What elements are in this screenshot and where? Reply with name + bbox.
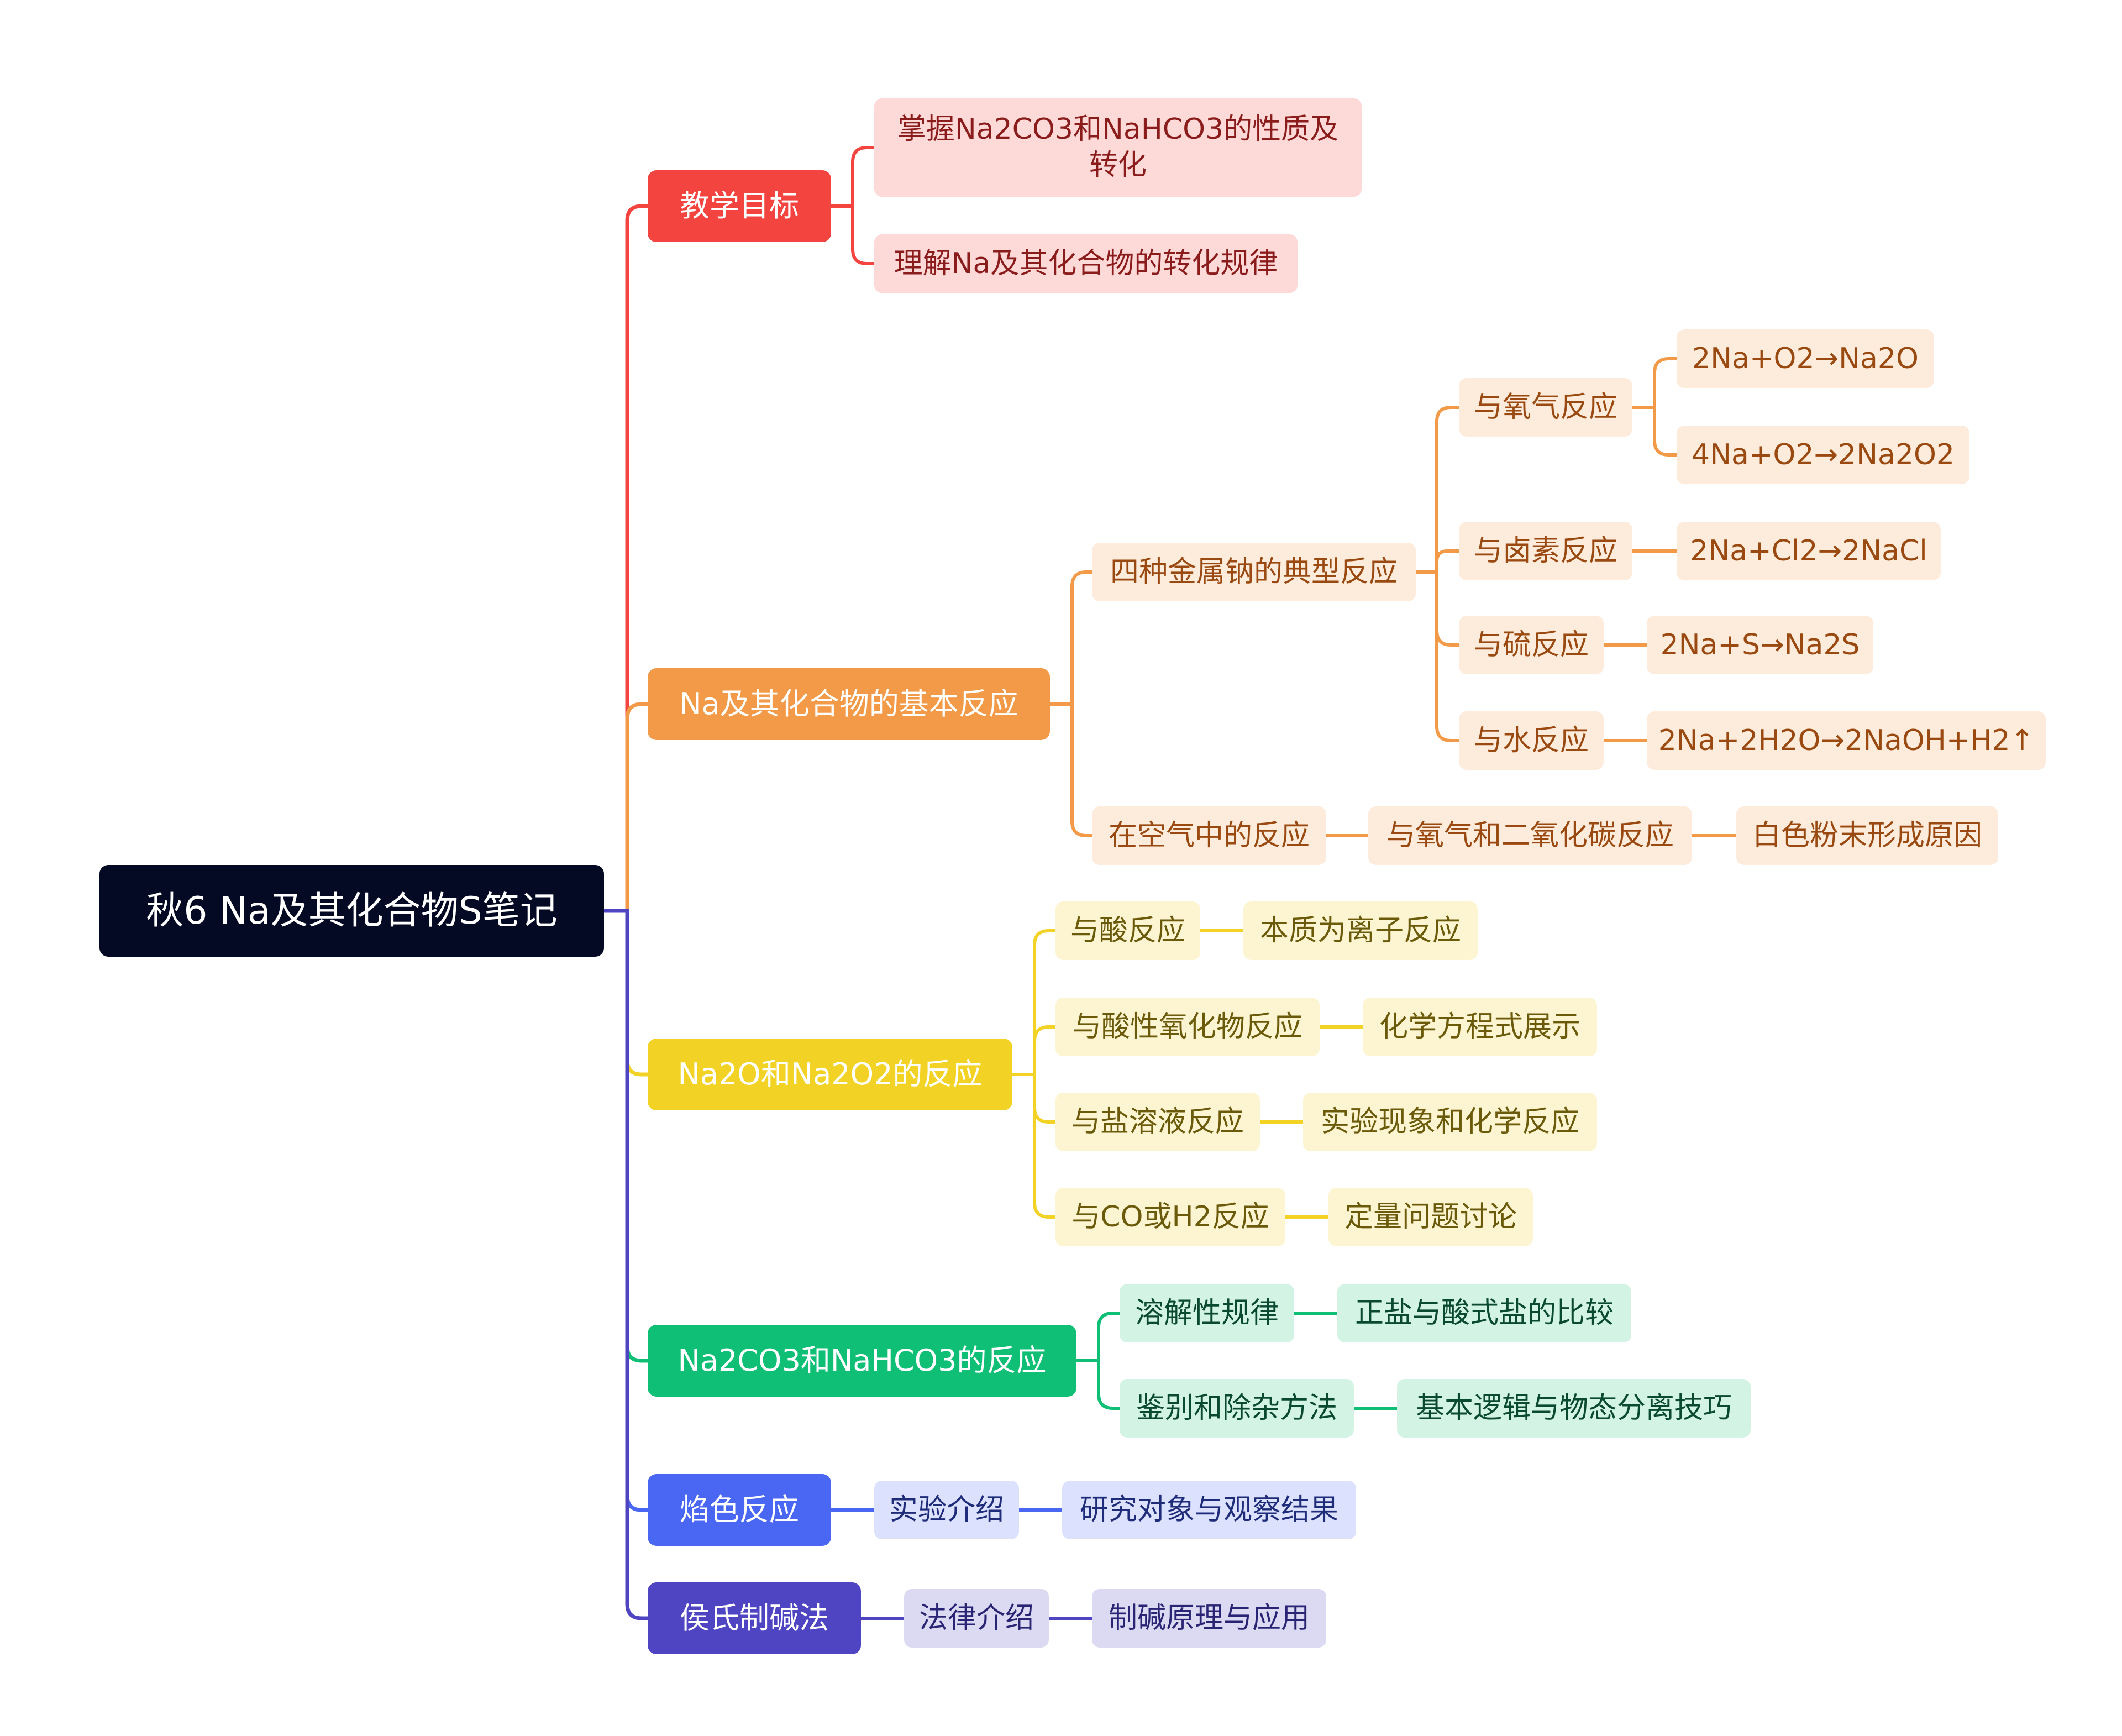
root-node-label: 秋6 Na及其化合物S笔记 bbox=[146, 889, 558, 933]
equation-na2o2[interactable]: 4Na+O2→2Na2O2 bbox=[1677, 426, 1969, 484]
connector-line bbox=[602, 204, 650, 913]
node-label: 四种金属钠的典型反应 bbox=[1110, 555, 1398, 589]
node-label: 2Na+2H2O→2NaOH+H2↑ bbox=[1658, 723, 2035, 757]
node-salt-solution-reaction[interactable]: 与盐溶液反应 bbox=[1055, 1093, 1260, 1151]
node-label: 与盐溶液反应 bbox=[1071, 1105, 1244, 1139]
branch-label: Na及其化合物的基本反应 bbox=[679, 686, 1018, 722]
node-salt-comparison[interactable]: 正盐与酸式盐的比较 bbox=[1337, 1284, 1631, 1342]
node-react-oxygen[interactable]: 与氧气反应 bbox=[1459, 378, 1632, 437]
node-sodium-typical-reactions[interactable]: 四种金属钠的典型反应 bbox=[1092, 543, 1416, 601]
node-label: 定量问题讨论 bbox=[1344, 1200, 1517, 1234]
node-label: 基本逻辑与物态分离技巧 bbox=[1415, 1391, 1732, 1425]
node-label: 本质为离子反应 bbox=[1259, 914, 1461, 947]
node-label: 2Na+S→Na2S bbox=[1660, 628, 1860, 662]
node-air-reactions[interactable]: 在空气中的反应 bbox=[1092, 806, 1326, 865]
node-label: 白色粉末形成原因 bbox=[1752, 819, 1982, 852]
connector-line bbox=[1414, 570, 1461, 742]
branch-label: 侯氏制碱法 bbox=[680, 1601, 829, 1636]
node-label: 与氧气反应 bbox=[1473, 390, 1617, 424]
branch-na2o-reactions[interactable]: Na2O和Na2O2的反应 bbox=[648, 1039, 1012, 1110]
node-label: 在空气中的反应 bbox=[1108, 819, 1310, 852]
node-label: 溶解性规律 bbox=[1134, 1296, 1279, 1330]
node-label: 化学方程式展示 bbox=[1379, 1010, 1580, 1043]
connector-line bbox=[1075, 1312, 1121, 1362]
node-react-water[interactable]: 与水反应 bbox=[1459, 711, 1604, 770]
node-soda-principle[interactable]: 制碱原理与应用 bbox=[1092, 1589, 1326, 1648]
node-oxygen-co2[interactable]: 与氧气和二氧化碳反应 bbox=[1368, 806, 1692, 865]
connector-line bbox=[602, 909, 650, 1620]
node-label: 2Na+O2→Na2O bbox=[1692, 342, 1919, 375]
connector-line bbox=[1414, 406, 1461, 574]
branch-label: Na2O和Na2O2的反应 bbox=[677, 1057, 983, 1092]
node-acid-oxide-reaction[interactable]: 与酸性氧化物反应 bbox=[1055, 998, 1320, 1056]
equation-na2o[interactable]: 2Na+O2→Na2O bbox=[1677, 329, 1934, 388]
branch-basic-reactions[interactable]: Na及其化合物的基本反应 bbox=[648, 668, 1050, 740]
connector-line bbox=[1011, 929, 1057, 1076]
node-experiment-intro[interactable]: 实验介绍 bbox=[874, 1481, 1019, 1539]
connector-line bbox=[1011, 1025, 1057, 1076]
node-label: 与硫反应 bbox=[1473, 628, 1589, 662]
node-label: 法律介绍 bbox=[918, 1601, 1034, 1635]
connector-line bbox=[1414, 549, 1461, 574]
node-equation-display[interactable]: 化学方程式展示 bbox=[1363, 998, 1597, 1056]
branch-flame-test[interactable]: 焰色反应 bbox=[648, 1474, 831, 1546]
branch-teaching-goals[interactable]: 教学目标 bbox=[648, 170, 831, 242]
node-acid-reaction[interactable]: 与酸反应 bbox=[1055, 901, 1200, 960]
node-co-h2-reaction[interactable]: 与CO或H2反应 bbox=[1055, 1188, 1285, 1246]
connector-line bbox=[1631, 357, 1678, 409]
node-identification-methods[interactable]: 鉴别和除杂方法 bbox=[1120, 1379, 1354, 1438]
node-ionic-nature[interactable]: 本质为离子反应 bbox=[1243, 901, 1478, 960]
connector-line bbox=[1048, 570, 1094, 706]
branch-label: 焰色反应 bbox=[680, 1492, 799, 1528]
node-label: 与水反应 bbox=[1473, 723, 1589, 757]
connector-line bbox=[829, 146, 876, 208]
goal-master-carbonates[interactable]: 掌握Na2CO3和NaHCO3的性质及转化 bbox=[874, 98, 1362, 197]
node-label: 研究对象与观察结果 bbox=[1079, 1493, 1338, 1527]
branch-label: Na2CO3和NaHCO3的反应 bbox=[677, 1343, 1047, 1378]
node-quantitative-discussion[interactable]: 定量问题讨论 bbox=[1328, 1188, 1533, 1246]
node-label: 2Na+Cl2→2NaCl bbox=[1690, 534, 1927, 568]
node-react-sulfur[interactable]: 与硫反应 bbox=[1459, 616, 1604, 674]
branch-hou-process[interactable]: 侯氏制碱法 bbox=[648, 1582, 861, 1654]
node-label: 4Na+O2→2Na2O2 bbox=[1692, 438, 1955, 471]
node-law-intro[interactable]: 法律介绍 bbox=[904, 1589, 1049, 1648]
branch-carbonate-reactions[interactable]: Na2CO3和NaHCO3的反应 bbox=[648, 1325, 1076, 1397]
node-observation-results[interactable]: 研究对象与观察结果 bbox=[1062, 1481, 1356, 1539]
node-label: 理解Na及其化合物的转化规律 bbox=[894, 246, 1278, 280]
node-label: 制碱原理与应用 bbox=[1108, 1601, 1310, 1635]
node-label: 掌握Na2CO3和NaHCO3的性质及转化 bbox=[897, 113, 1339, 182]
equation-naoh[interactable]: 2Na+2H2O→2NaOH+H2↑ bbox=[1647, 711, 2046, 770]
node-label: 与酸反应 bbox=[1070, 914, 1185, 947]
equation-na2s[interactable]: 2Na+S→Na2S bbox=[1647, 616, 1873, 674]
node-react-halogen[interactable]: 与卤素反应 bbox=[1459, 522, 1632, 580]
connector-line bbox=[1011, 1073, 1057, 1219]
connector-line bbox=[1075, 1359, 1121, 1410]
node-experiment-phenomena[interactable]: 实验现象和化学反应 bbox=[1303, 1093, 1597, 1151]
equation-nacl[interactable]: 2Na+Cl2→2NaCl bbox=[1677, 522, 1941, 580]
branch-label: 教学目标 bbox=[680, 188, 799, 224]
connector-line bbox=[1048, 702, 1094, 837]
node-white-powder[interactable]: 白色粉末形成原因 bbox=[1736, 806, 1998, 865]
connector-line bbox=[602, 702, 650, 913]
root-node[interactable]: 秋6 Na及其化合物S笔记 bbox=[99, 865, 604, 957]
node-label: 与CO或H2反应 bbox=[1071, 1200, 1269, 1234]
goal-understand-conversion[interactable]: 理解Na及其化合物的转化规律 bbox=[874, 234, 1298, 293]
node-label: 实验现象和化学反应 bbox=[1320, 1105, 1579, 1139]
node-solubility-rules[interactable]: 溶解性规律 bbox=[1120, 1284, 1294, 1342]
node-label: 实验介绍 bbox=[889, 1493, 1004, 1527]
node-label: 与酸性氧化物反应 bbox=[1072, 1010, 1302, 1043]
node-label: 正盐与酸式盐的比较 bbox=[1354, 1296, 1614, 1330]
connector-line bbox=[829, 204, 876, 265]
node-label: 与卤素反应 bbox=[1473, 534, 1617, 568]
connector-line bbox=[1631, 406, 1678, 457]
node-separation-techniques[interactable]: 基本逻辑与物态分离技巧 bbox=[1397, 1379, 1751, 1438]
node-label: 与氧气和二氧化碳反应 bbox=[1386, 819, 1674, 852]
node-label: 鉴别和除杂方法 bbox=[1136, 1391, 1337, 1425]
